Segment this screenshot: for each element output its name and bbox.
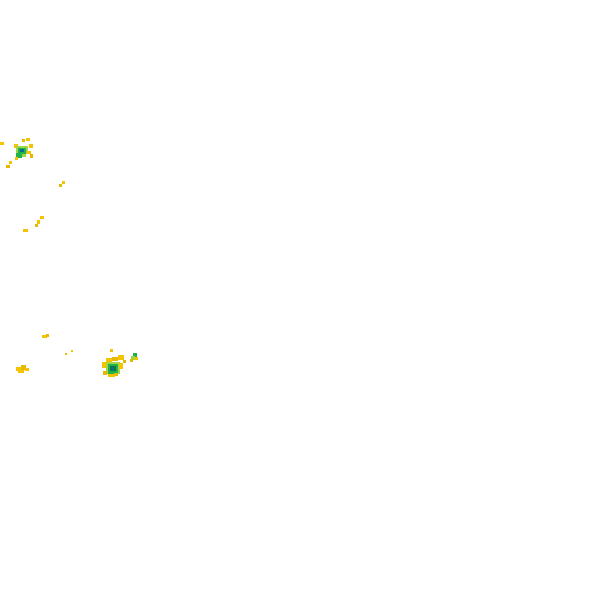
echo-cell xyxy=(135,357,138,360)
echo-cell xyxy=(110,349,113,352)
echo-cell xyxy=(9,161,12,164)
echo-cell xyxy=(42,335,47,338)
echo-cell xyxy=(6,165,10,168)
echo-cluster-lower-far-left xyxy=(16,365,29,373)
echo-cell xyxy=(71,350,73,352)
echo-cell xyxy=(108,374,115,377)
echo-cell xyxy=(62,181,65,184)
echo-cell xyxy=(130,359,133,362)
echo-cell xyxy=(21,365,26,370)
echo-cell xyxy=(29,144,33,148)
echo-cell xyxy=(16,367,22,371)
echo-cell xyxy=(46,334,49,337)
echo-cell xyxy=(27,151,31,154)
echo-cell xyxy=(133,353,137,357)
echo-cell xyxy=(22,139,25,142)
echo-cell xyxy=(18,370,24,373)
echo-cell xyxy=(22,154,26,157)
echo-cluster-lower-center xyxy=(102,349,126,377)
echo-cell xyxy=(35,224,38,227)
echo-cell xyxy=(40,216,44,219)
echo-cell xyxy=(119,363,123,369)
echo-cell xyxy=(16,153,22,158)
echo-cell xyxy=(25,368,29,371)
echo-cell xyxy=(15,157,18,160)
echo-cell xyxy=(118,355,124,360)
echo-scatter-left xyxy=(23,181,73,355)
echo-cluster-upper-left xyxy=(0,138,33,168)
echo-cell xyxy=(0,142,4,145)
echo-cell xyxy=(112,357,118,361)
echo-cell xyxy=(123,360,126,363)
echo-cell xyxy=(65,353,67,355)
echo-cell xyxy=(131,356,135,360)
echo-cell xyxy=(37,220,40,224)
echo-cell xyxy=(20,149,24,152)
echo-cluster-lower-right xyxy=(130,353,138,362)
echo-cell xyxy=(111,367,114,370)
echo-cell xyxy=(26,138,30,141)
echo-cell xyxy=(106,358,112,362)
echo-cell xyxy=(23,229,28,232)
echo-cell xyxy=(59,184,62,187)
echo-cell xyxy=(114,373,118,376)
echo-cell xyxy=(102,362,108,368)
echo-cell xyxy=(103,371,107,375)
echo-cell xyxy=(30,154,33,158)
